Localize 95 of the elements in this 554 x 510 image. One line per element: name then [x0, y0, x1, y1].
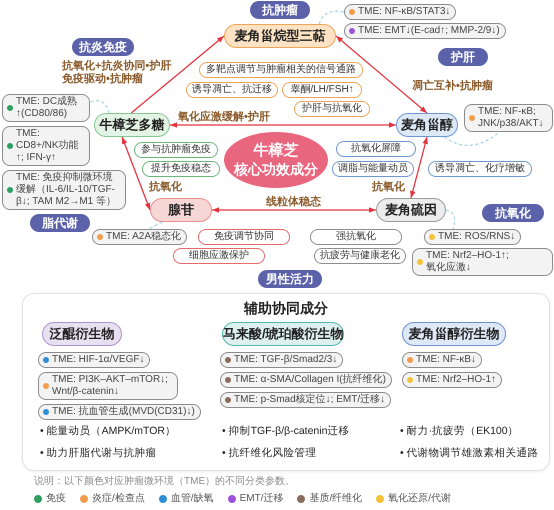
dashed-connector [148, 221, 163, 230]
group-header: 麦角甾醇衍生物 [402, 322, 506, 346]
legend-label: 炎症/检查点 [92, 493, 145, 505]
tme-text: TME: CD8+/NK功能↑; IFN-γ↑ [16, 128, 80, 164]
effect-tag: 诱导凋亡、化疗增敏 [428, 161, 532, 177]
tme-tag [220, 372, 392, 388]
edge-label: 抗氧化+抗炎协同•护肝免疫驱动•抗肿瘤 [62, 60, 172, 86]
tme-tag [412, 248, 553, 276]
hub-title: 牛樟芝 [254, 142, 298, 160]
effect-tag: 多靶点调节与肿瘤相关的信号通路 [199, 62, 363, 78]
tme-tag [38, 372, 178, 400]
tme-text: TME: α-SMA/Collagen I(抗纤维化) [234, 374, 386, 386]
effect-tag: 抗疲劳与健康老化 [314, 248, 406, 264]
component-node: 麦角甾醇 [396, 113, 458, 137]
arrow [122, 136, 151, 210]
tme-tag [2, 94, 90, 122]
component-node: 麦角甾烷型三萜 [224, 24, 336, 48]
category-tag: 护肝 [438, 48, 488, 66]
tme-tag [220, 392, 392, 408]
tme-text: TME: Nrf2–HO-1↑ [416, 374, 496, 386]
tme-text: TME: Nrf2–HO-1↑; 氧化应激↓ [426, 250, 510, 274]
effect-tag: 提升免疫稳态 [142, 161, 220, 177]
dashed-connector [90, 100, 110, 114]
tme-text: TME: DC成熟↑(CD80/86) [16, 96, 78, 120]
legend-label: 血管/缺氧 [170, 493, 214, 505]
arrow [130, 36, 224, 114]
component-node: 麦角硫因 [376, 198, 446, 222]
tme-tag [424, 229, 522, 245]
dashed-connector [446, 209, 456, 230]
tme-text: TME: ROS/RNS↓ [438, 231, 516, 243]
effect-tag: 调脂与能量动员 [332, 161, 414, 177]
tme-text: TME: NF-κB/STAT3↓ [358, 6, 450, 18]
tme-text: TME: p-Smad核定位↓; EMT/迁移↓ [234, 394, 386, 406]
tme-tag [344, 23, 506, 39]
tme-tag [2, 126, 90, 166]
panel-title: 辅助协同成分 [244, 299, 328, 317]
tme-tag [220, 352, 344, 368]
category-tag: 抗氧化 [482, 204, 544, 222]
effect-tag: 参与抗肿瘤免疫 [134, 142, 218, 158]
effect-tag: 抗氧化屏障 [336, 141, 416, 157]
arrow [170, 122, 396, 128]
bullet-item: • 代谢物调节雄激素相关通路 [400, 446, 539, 460]
legend-label: 免疫 [46, 493, 66, 505]
group-header: 泛醌衍生物 [42, 322, 122, 346]
category-tag: 脂代谢 [30, 214, 90, 232]
dashed-connector [444, 131, 500, 146]
tme-text: TME: PI3K–AKT–mTOR↓; Wnt/β-catenin↓ [52, 374, 169, 398]
tme-text: TME: NF-κB; JNK/p38/AKT↓ [478, 106, 545, 130]
tme-tag [92, 229, 188, 245]
bullet-item: • 抑制TGF-β/β-catenin迁移 [222, 424, 350, 438]
category-tag: 男性活力 [258, 270, 322, 288]
effect-tag: 诱导凋亡、抗迁移 [186, 82, 278, 98]
tme-tag [2, 170, 126, 210]
legend-label: EMT/迁移 [240, 493, 284, 505]
bullet-item: • 能量动员（AMPK/mTOR） [40, 424, 176, 438]
tme-text: TME: EMT↓(E-cad↑; MMP-2/9↓) [358, 25, 500, 37]
component-node: 腺苷 [150, 198, 212, 222]
edge-label: 氧化应激缓解•护肝 [178, 111, 270, 124]
tme-tag [464, 104, 553, 132]
category-tag: 抗炎免疫 [72, 38, 134, 56]
category-tag: 抗肿瘤 [250, 1, 310, 19]
legend-label: 基质/纤维化 [309, 493, 362, 505]
tme-tag [38, 404, 201, 420]
bullet-item: • 抗纤维化风险管理 [222, 446, 317, 460]
hub-subtitle: 核心功效成分 [234, 160, 318, 178]
tme-text: TME: 免疫抑制微环境缓解（IL-6/IL-10/TGF-β↓; TAM M2→M1 等） [16, 172, 118, 208]
arrow [336, 36, 428, 114]
bullet-item: • 助力肝脂代谢与抗肿瘤 [40, 446, 157, 460]
effect-tag: 免疫调节协同 [198, 229, 290, 245]
legend-label: 氧化还原/代谢 [388, 493, 452, 505]
tme-text: TME: TGF-β/Smad2/3↓ [234, 354, 338, 366]
tme-tag [402, 372, 502, 388]
edge-label: 抗氧化 [149, 181, 182, 194]
panel-card [22, 293, 550, 471]
effect-tag: 睾酮/LH/FSH↑ [282, 82, 362, 98]
tme-text: TME: A2A稳态化 [106, 231, 182, 243]
effect-tag: 护肝与抗氧化 [294, 101, 370, 117]
edge-label: 凋亡互补•抗肿瘤 [412, 80, 493, 93]
note-text: 说明：以下颜色对应肿瘤微环境（TME）的不同分类参数。 [34, 476, 296, 488]
tme-text: TME: NF-κB↓ [416, 354, 476, 366]
tme-text: TME: 抗血管生成(MVD(CD31)↓) [52, 406, 195, 418]
tme-tag [344, 4, 456, 20]
dashed-connector [318, 10, 344, 24]
arrow [212, 207, 376, 213]
tme-tag [38, 352, 150, 368]
tme-tag [402, 352, 482, 368]
component-node: 牛樟芝多糖 [94, 113, 170, 137]
arrow [410, 136, 428, 198]
edge-label: 抗氧化 [372, 181, 405, 194]
effect-tag: 强抗氧化 [310, 229, 402, 245]
tme-text: TME: HIF-1α/VEGF↓ [52, 354, 144, 366]
effect-tag: 细胞应激保护 [173, 248, 265, 264]
group-header: 马来酸/琥珀酸衍生物 [222, 322, 344, 346]
edge-label: 线粒体稳态 [266, 196, 321, 209]
bullet-item: • 耐力·抗疲劳（EK100） [400, 424, 519, 438]
